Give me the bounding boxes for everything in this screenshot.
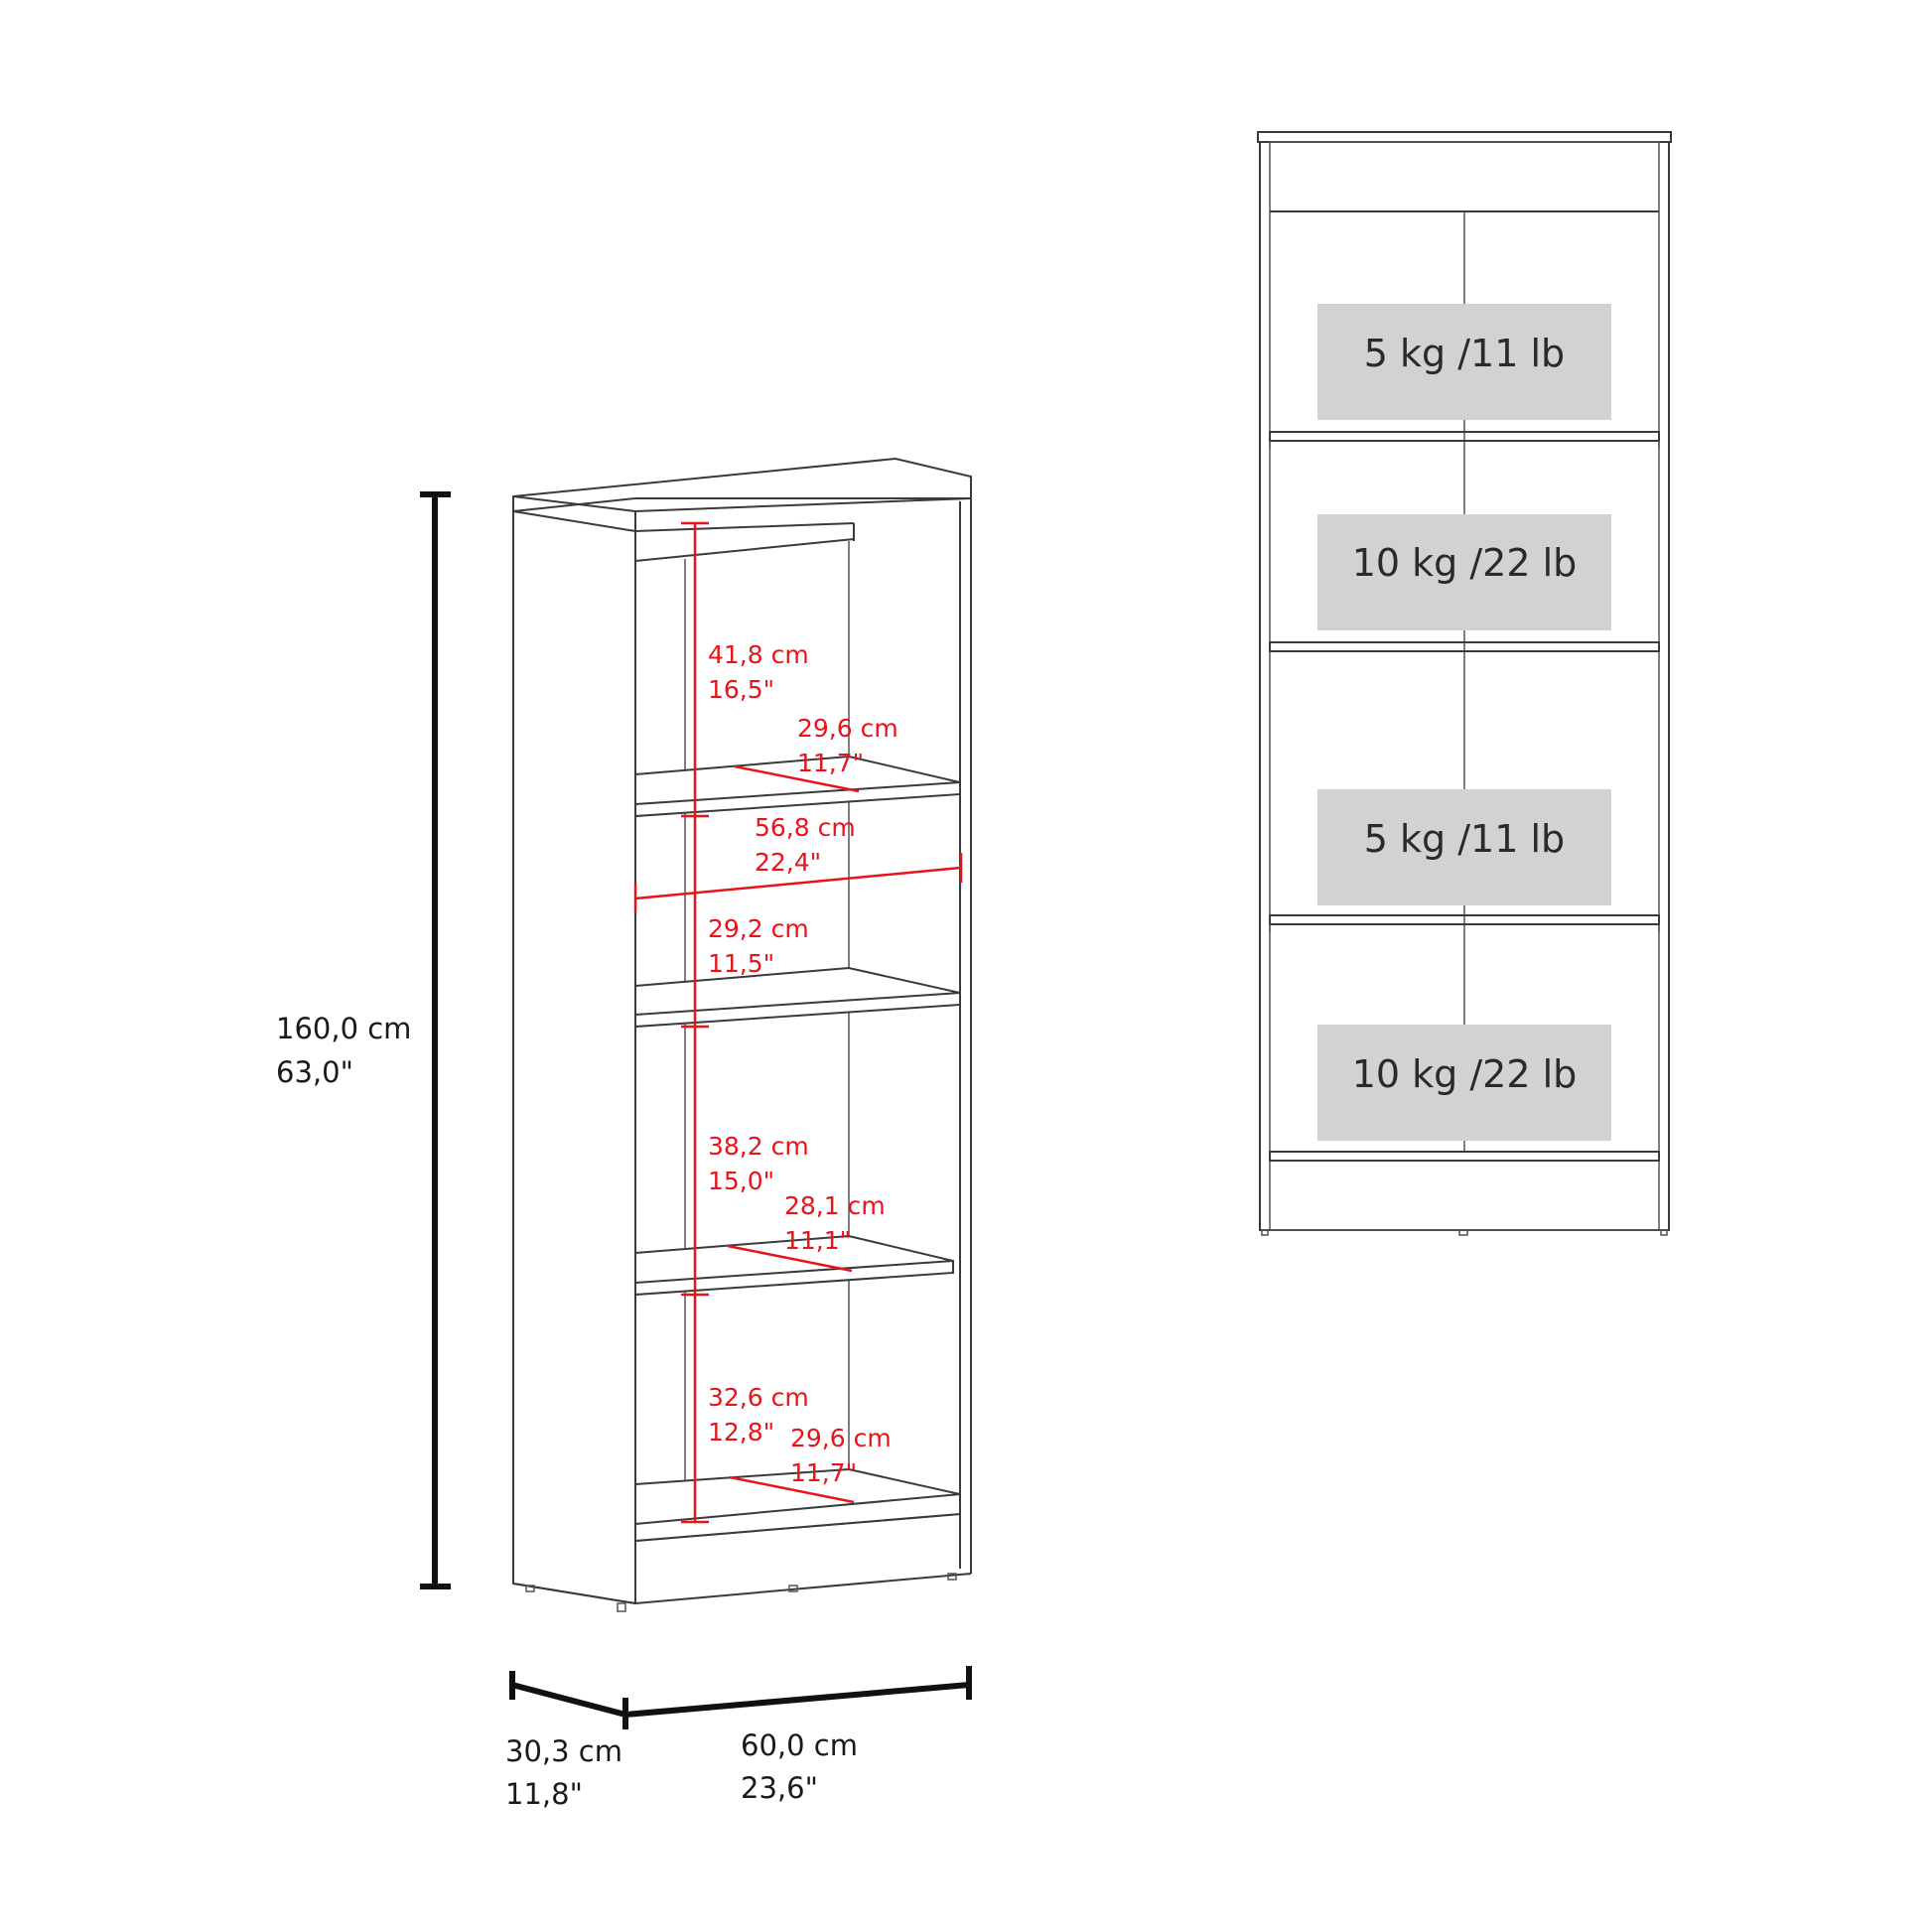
second-compartment-height-in: 11,5" — [708, 949, 774, 978]
load-label-1: 5 kg /11 lb — [1364, 332, 1565, 375]
bottom-compartment-height-cm: 32,6 cm — [708, 1383, 809, 1412]
overall-width-cm: 60,0 cm — [741, 1728, 858, 1762]
overall-depth-in: 11,8" — [505, 1777, 583, 1811]
inner-width-in: 22,4" — [755, 848, 821, 877]
bookcase-front-view — [1257, 131, 1672, 1236]
third-compartment-height-cm: 38,2 cm — [708, 1132, 809, 1161]
side-panel — [512, 509, 636, 1605]
bottom-depth-in: 11,7" — [790, 1458, 857, 1487]
second-compartment-height-cm: 29,2 cm — [708, 914, 809, 943]
load-box-2 — [1317, 514, 1611, 630]
shelf3-depth-cm: 28,1 cm — [784, 1191, 886, 1220]
front-shelf-2 — [1269, 641, 1660, 652]
load-box-4 — [1317, 1025, 1611, 1141]
load-label-2: 10 kg /22 lb — [1352, 541, 1578, 585]
shelf1-depth-in: 11,7" — [797, 749, 864, 777]
bottom-compartment-height-in: 12,8" — [708, 1418, 774, 1447]
overall-dimension-labels: 160,0 cm 63,0" 30,3 cm 11,8" 60,0 cm 23,… — [276, 1012, 858, 1811]
interior-dimension-lines — [633, 521, 963, 1524]
load-box-1 — [1317, 304, 1611, 420]
overall-height-cm: 160,0 cm — [276, 1012, 411, 1045]
overall-height-in: 63,0" — [276, 1055, 353, 1089]
bookcase-perspective-drawing — [512, 457, 972, 1612]
inner-width-cm: 56,8 cm — [755, 813, 856, 842]
interior-dimension-labels: 41,8 cm 16,5" 29,6 cm 11,7" 56,8 cm 22,4… — [708, 640, 898, 1487]
load-capacity-labels: 5 kg /11 lb 10 kg /22 lb 5 kg /11 lb 10 … — [1317, 304, 1611, 1141]
shelf1-depth-cm: 29,6 cm — [797, 714, 898, 743]
shelf-2 — [634, 966, 961, 1029]
top-compartment-height-in: 16,5" — [708, 675, 774, 704]
overall-dimension-lines — [420, 491, 972, 1729]
third-compartment-height-in: 15,0" — [708, 1167, 774, 1195]
top-slab — [512, 457, 972, 513]
top-compartment-height-cm: 41,8 cm — [708, 640, 809, 669]
front-shelf-bottom — [1269, 1151, 1660, 1162]
front-shelf-3 — [1269, 914, 1660, 925]
load-label-4: 10 kg /22 lb — [1352, 1052, 1578, 1096]
front-shelf-1 — [1269, 431, 1660, 442]
overall-depth-cm: 30,3 cm — [505, 1734, 622, 1768]
load-label-3: 5 kg /11 lb — [1364, 817, 1565, 861]
bottom-depth-cm: 29,6 cm — [790, 1424, 892, 1452]
overall-width-in: 23,6" — [741, 1771, 818, 1805]
load-box-3 — [1317, 789, 1611, 905]
shelf3-depth-in: 11,1" — [784, 1226, 851, 1255]
